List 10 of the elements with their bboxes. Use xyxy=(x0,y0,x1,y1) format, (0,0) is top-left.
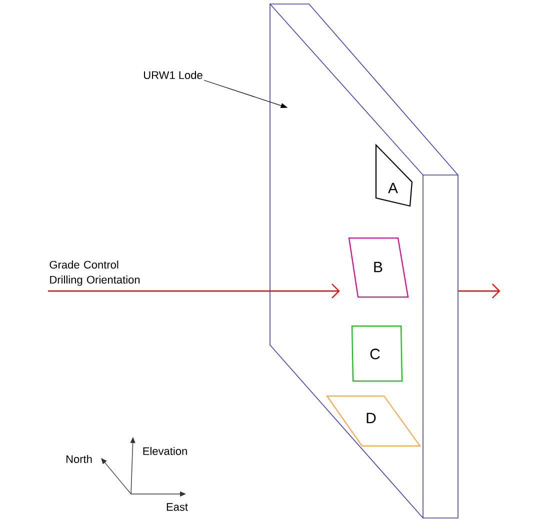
axis-label: East xyxy=(166,503,188,511)
arrow xyxy=(48,284,340,298)
axis-label: North xyxy=(66,454,92,464)
callout-text: URW1 Lode xyxy=(144,70,202,80)
zone-outline: B xyxy=(348,237,409,298)
edge-label: Grade Control Drilling Orientation xyxy=(50,260,140,286)
slab-drawing xyxy=(270,4,458,518)
axis-label: Elevation xyxy=(143,446,187,456)
zone-outline: C xyxy=(351,325,403,382)
arrow xyxy=(458,284,500,298)
